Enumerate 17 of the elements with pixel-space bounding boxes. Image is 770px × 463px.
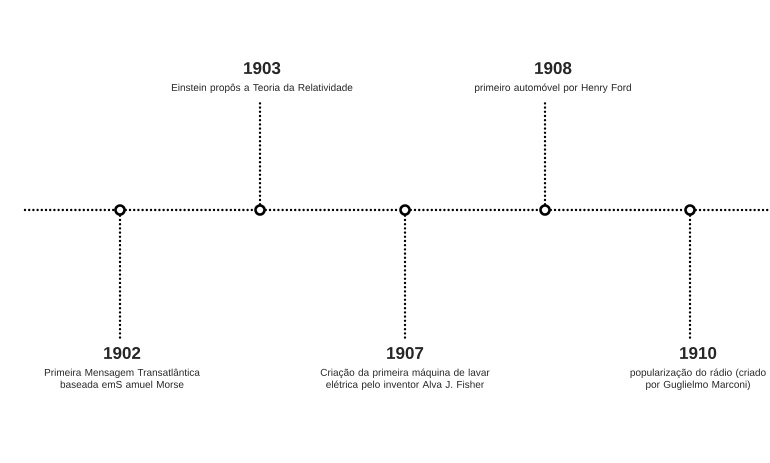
timeline-point [254, 204, 266, 216]
connector-line [118, 214, 122, 342]
connector-line [688, 214, 692, 342]
connector-line [694, 208, 770, 212]
timeline-point [399, 204, 411, 216]
connector-line [410, 208, 540, 212]
connector-line [124, 208, 256, 212]
event-text: 1910 popularização do rádio (criado por Guglielmo Marconi) [630, 347, 766, 390]
event-text: 1902 Primeira Mensagem Transatlântica baseada emS amuel Morse [44, 347, 200, 388]
timeline-point [539, 204, 551, 216]
connector-line [24, 208, 116, 212]
timeline-point [684, 204, 696, 216]
event-text: 1903 Einstein propôs a Teoria da Relatividade [172, 62, 352, 93]
connector-line [404, 214, 406, 342]
timeline-point [114, 204, 126, 216]
event-text: 1908 primeiro automóvel por Henry Ford [475, 62, 631, 93]
event-text: 1907 Criação da primeira máquina de lavar elétrica pelo inventor Alva J. Fisher [320, 347, 490, 390]
